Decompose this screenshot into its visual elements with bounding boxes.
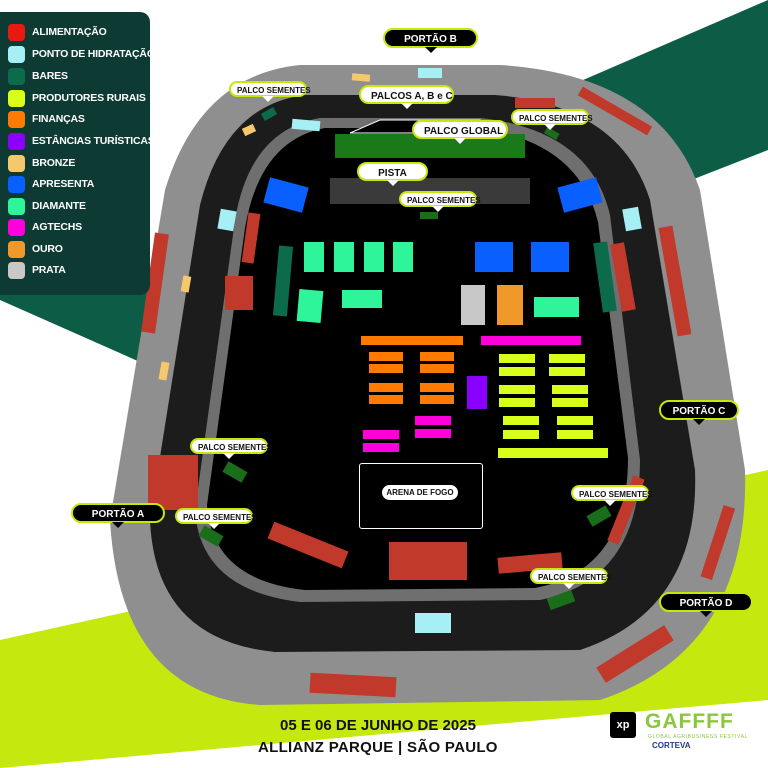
produtores-areas <box>498 354 608 458</box>
legend-swatch <box>8 197 25 215</box>
legend-item-bronze: BRONZE <box>8 154 75 172</box>
legend-label: APRESENTA <box>32 178 95 190</box>
apresenta-areas <box>263 177 603 272</box>
gate-d-label: PORTÃO D <box>659 592 753 617</box>
gate-a-label: PORTÃO A <box>71 503 165 528</box>
event-venue: ALLIANZ PARQUE | SÃO PAULO <box>258 739 498 756</box>
arena-de-fogo-label: ARENA DE FOGO <box>382 485 458 500</box>
legend-item-diamante: DIAMANTE <box>8 197 86 215</box>
legend-panel: ALIMENTAÇÃO PONTO DE HIDRATAÇÃO BARES PR… <box>0 12 155 295</box>
gate-c-label: PORTÃO C <box>659 400 739 425</box>
pista-label: PISTA <box>357 162 428 186</box>
arena-de-fogo: ARENA DE FOGO <box>359 463 483 529</box>
legend-item-hidratacao: PONTO DE HIDRATAÇÃO <box>8 45 155 63</box>
gaf-logo: GAFFFF <box>645 710 734 733</box>
legend-item-ouro: OURO <box>8 240 63 258</box>
bronze-stalls <box>158 73 371 381</box>
hydration-points <box>217 68 642 633</box>
legend-item-apresenta: APRESENTA <box>8 175 94 193</box>
legend-label: ALIMENTAÇÃO <box>32 26 107 38</box>
legend-label: BRONZE <box>32 157 76 169</box>
corteva-logo: CORTEVA <box>652 741 691 750</box>
ouro-area <box>497 285 523 325</box>
palco-sementes-label-4: PALCO SEMENTES <box>190 438 272 459</box>
estancias-area <box>467 376 487 409</box>
legend-swatch <box>8 218 25 236</box>
legend-label: FINANÇAS <box>32 113 85 125</box>
legend-item-agtechs: AGTECHS <box>8 218 82 236</box>
palco-sementes-label-2: PALCO SEMENTES <box>511 109 593 130</box>
palco-global-label: PALCO GLOBAL <box>412 120 508 144</box>
palco-sementes-label-3: PALCO SEMENTES <box>399 191 481 212</box>
legend-label: DIAMANTE <box>32 200 86 212</box>
xp-logo: xp <box>610 712 636 738</box>
legend-item-produtores: PRODUTORES RURAIS <box>8 89 146 107</box>
legend-swatch <box>8 67 25 85</box>
palco-sementes-label-1: PALCO SEMENTES <box>229 81 311 102</box>
legend-swatch <box>8 45 25 63</box>
financas-areas <box>361 336 463 404</box>
gate-b-label: PORTÃO B <box>383 28 478 53</box>
legend-label: PRODUTORES RURAIS <box>32 92 146 104</box>
food-stalls <box>141 86 736 698</box>
legend-label: PRATA <box>32 264 66 276</box>
legend-label: ESTÂNCIAS TURÍSTICAS <box>32 135 155 147</box>
legend-item-bares: BARES <box>8 67 68 85</box>
legend-label: BARES <box>32 70 68 82</box>
legend-swatch <box>8 110 25 128</box>
legend-item-estancias: ESTÂNCIAS TURÍSTICAS <box>8 132 155 150</box>
legend-item-alimentacao: ALIMENTAÇÃO <box>8 23 107 41</box>
legend-swatch <box>8 132 25 150</box>
legend-swatch <box>8 175 25 193</box>
legend-label: OURO <box>32 243 63 255</box>
diamante-areas <box>296 242 579 323</box>
legend-swatch <box>8 154 25 172</box>
legend-label: PONTO DE HIDRATAÇÃO <box>32 48 155 60</box>
bar-stalls <box>260 107 617 317</box>
palcos-abc-label: PALCOS A, B e C <box>359 85 454 109</box>
gaf-logo-subtitle: GLOBAL AGRIBUSINESS FESTIVAL <box>648 734 748 740</box>
palco-sementes-areas <box>198 126 612 611</box>
legend-swatch <box>8 23 25 41</box>
agtechs-areas <box>363 336 581 452</box>
legend-item-financas: FINANÇAS <box>8 110 85 128</box>
palco-sementes-label-7: PALCO SEMENTES <box>530 568 612 589</box>
prata-area <box>461 285 485 325</box>
legend-swatch <box>8 89 25 107</box>
palco-sementes-label-6: PALCO SEMENTES <box>571 485 653 506</box>
legend-swatch <box>8 240 25 258</box>
legend-swatch <box>8 261 25 279</box>
legend-item-prata: PRATA <box>8 261 66 279</box>
legend-label: AGTECHS <box>32 221 82 233</box>
event-date: 05 E 06 DE JUNHO DE 2025 <box>280 717 476 734</box>
palco-sementes-label-5: PALCO SEMENTES <box>175 508 257 529</box>
